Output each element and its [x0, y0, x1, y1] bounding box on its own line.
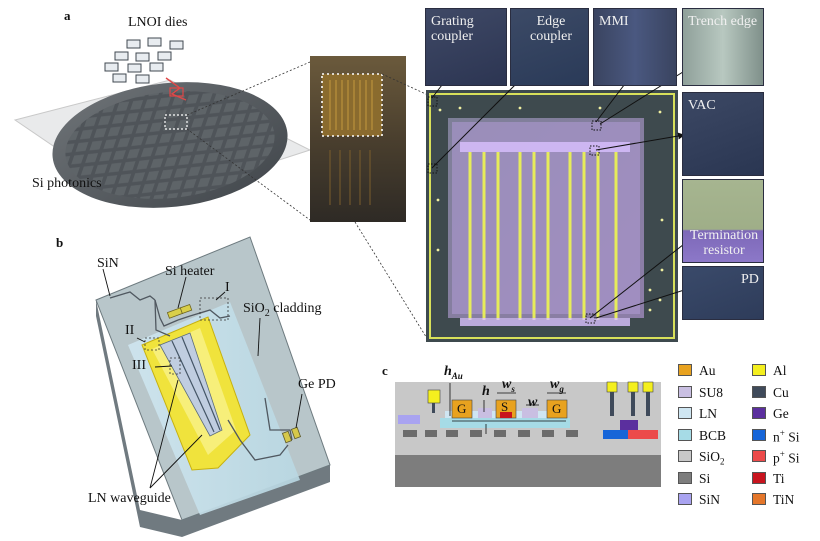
panel-letter-a: a: [64, 8, 71, 23]
legend-label-nsi: n+ Si: [773, 427, 800, 445]
legend-label-al: Al: [773, 363, 787, 378]
thumb-edge-coupler: Edge coupler: [510, 8, 589, 86]
legend-label-ti: Ti: [773, 470, 785, 486]
legend-swatch-psi: [752, 450, 766, 462]
electrode-s: S: [501, 399, 509, 414]
highlight-die-box: [164, 114, 188, 130]
thumb-label: MMI: [599, 14, 629, 29]
thumb-mmi: MMI: [593, 8, 677, 86]
label-h: h: [482, 384, 490, 399]
chip-photo: [310, 56, 406, 222]
legend-label-su8: SU8: [699, 384, 724, 400]
thumb-label: Termination resistor: [689, 228, 759, 258]
legend-label-si: Si: [699, 470, 711, 486]
legend-swatch-al: [752, 364, 766, 376]
label-ws: ws: [502, 377, 515, 394]
thumb-trench-edge: Trench edge: [682, 8, 764, 86]
label-wg: wg: [550, 377, 564, 394]
thumb-termination-resistor: Termination resistor: [682, 179, 764, 263]
thumb-grating-coupler: Grating coupler: [425, 8, 507, 86]
panel-letter-b: b: [56, 235, 64, 250]
legend-swatch-si: [678, 471, 692, 484]
panel-letter-c: c: [382, 363, 388, 378]
legend-swatch-su8: [678, 385, 692, 398]
label-si-heater: Si heater: [165, 264, 215, 279]
thumb-label: VAC: [688, 98, 716, 113]
label-ge-pd: Ge PD: [298, 377, 336, 392]
legend-label-psi: p+ Si: [773, 449, 800, 466]
lnoi-dies-group: [104, 37, 187, 101]
legend-swatch-bcb: [678, 428, 692, 441]
thumb-label: Trench edge: [688, 14, 758, 29]
legend-label-cu: Cu: [773, 384, 789, 400]
thumb-pd: PD: [682, 266, 764, 320]
label-h-au: hAu: [444, 364, 463, 381]
cross-section: [395, 381, 661, 487]
label-si-photonics: Si photonics: [32, 176, 102, 191]
label-w: w: [528, 395, 538, 410]
thumb-label: PD: [741, 272, 759, 287]
legend-label-ln: LN: [699, 406, 717, 421]
electrode-g-left: G: [457, 401, 467, 416]
main-die-photo: [426, 90, 678, 342]
legend-label-bcb: BCB: [699, 427, 727, 443]
legend-label-ge: Ge: [773, 406, 789, 421]
label-lnoi-dies: LNOI dies: [128, 15, 188, 30]
electrode-g-right: G: [552, 401, 562, 416]
chip-3d-schematic: [95, 236, 331, 537]
legend-swatch-ti: [752, 471, 766, 484]
label-ln-waveguide: LN waveguide: [88, 491, 171, 506]
label-roman-i: I: [225, 280, 230, 295]
label-roman-ii: II: [125, 323, 135, 338]
legend-label-sin: SiN: [699, 492, 721, 507]
wafer-illustration: [13, 79, 312, 208]
legend-label-sio2: SiO2: [699, 449, 725, 467]
legend-swatch-sio2: [678, 450, 692, 462]
legend-label-tin: TiN: [773, 492, 795, 507]
legend-swatch-au: [678, 364, 692, 376]
legend-swatch-cu: [752, 385, 766, 398]
legend-swatch-tin: [752, 493, 766, 505]
label-sio2-cladding: SiO2 cladding: [243, 301, 322, 319]
thumb-vac: VAC: [682, 92, 764, 176]
legend-swatch-sin: [678, 493, 692, 505]
label-sin: SiN: [97, 256, 119, 271]
legend-swatch-nsi: [752, 428, 766, 441]
legend-label-au: Au: [699, 363, 716, 378]
label-roman-iii: III: [132, 358, 146, 373]
legend-swatch-ge: [752, 407, 766, 419]
legend-swatch-ln: [678, 407, 692, 419]
thumb-label: Edge coupler: [530, 14, 572, 44]
thumb-label: Grating coupler: [431, 14, 474, 44]
